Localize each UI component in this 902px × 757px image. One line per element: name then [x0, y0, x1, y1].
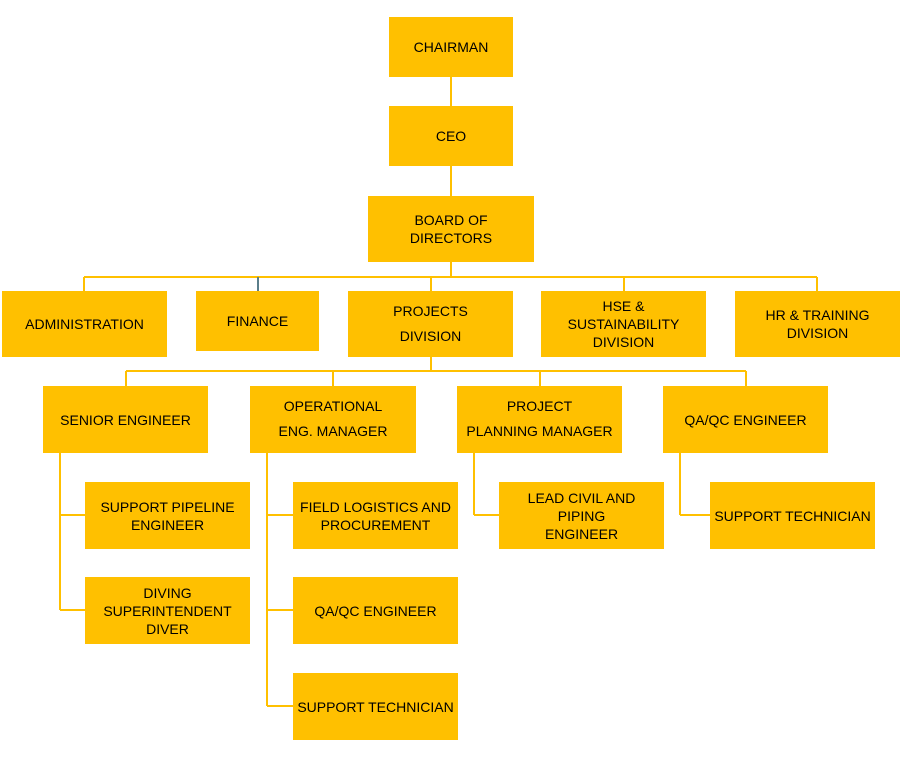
- hse-division-box: HSE & SUSTAINABILITY DIVISION: [541, 291, 706, 357]
- planning-manager-box: PROJECT PLANNING MANAGER: [457, 386, 622, 453]
- hr-label-line1: HR & TRAINING: [765, 307, 870, 323]
- diving-line3: DIVER: [146, 620, 189, 637]
- projects-label-line2: DIVISION: [399, 328, 462, 344]
- hr-label-line2: DIVISION: [786, 325, 849, 341]
- diving-line1: DIVING: [143, 584, 192, 601]
- ops-support-technician-box: SUPPORT TECHNICIAN: [293, 673, 458, 740]
- board-label: BOARD OF DIRECTORS: [409, 212, 493, 246]
- senior-engineer-label: SENIOR ENGINEER: [60, 411, 191, 428]
- planning-manager-line1: PROJECT: [506, 398, 573, 414]
- senior-engineer-box: SENIOR ENGINEER: [43, 386, 208, 453]
- administration-label: ADMINISTRATION: [25, 316, 144, 332]
- qaqc-engineer-label: QA/QC ENGINEER: [684, 411, 807, 428]
- hse-label-line1: HSE & SUSTAINABILITY: [567, 298, 680, 332]
- board-of-directors-box: BOARD OF DIRECTORS: [368, 196, 534, 262]
- field-logistics-line2: PROCUREMENT: [320, 516, 431, 533]
- qa-support-tech-label: SUPPORT TECHNICIAN: [714, 507, 871, 524]
- projects-division-box: PROJECTS DIVISION: [348, 291, 513, 357]
- support-pipeline-line2: ENGINEER: [130, 516, 205, 533]
- chairman-label: CHAIRMAN: [413, 39, 489, 55]
- field-logistics-line1: FIELD LOGISTICS AND: [300, 498, 451, 515]
- ops-qaqc-label: QA/QC ENGINEER: [314, 602, 437, 619]
- projects-label-line1: PROJECTS: [393, 303, 468, 319]
- ceo-box: CEO: [389, 106, 513, 166]
- administration-box: ADMINISTRATION: [2, 291, 167, 357]
- chairman-box: CHAIRMAN: [389, 17, 513, 77]
- hse-label-line2: DIVISION: [592, 334, 655, 350]
- ceo-label: CEO: [435, 128, 467, 144]
- diving-line2: SUPERINTENDENT: [103, 602, 232, 619]
- finance-box: FINANCE: [196, 291, 319, 351]
- planning-manager-line2: PLANNING MANAGER: [466, 423, 613, 439]
- ops-support-tech-label: SUPPORT TECHNICIAN: [297, 698, 454, 715]
- finance-label: FINANCE: [226, 313, 289, 329]
- operational-manager-box: OPERATIONAL ENG. MANAGER: [250, 386, 416, 453]
- support-pipeline-engineer-box: SUPPORT PIPELINE ENGINEER: [85, 482, 250, 549]
- diving-superintendent-box: DIVING SUPERINTENDENT DIVER: [85, 577, 250, 644]
- hr-division-box: HR & TRAINING DIVISION: [735, 291, 900, 357]
- field-logistics-box: FIELD LOGISTICS AND PROCUREMENT: [293, 482, 458, 549]
- qa-support-technician-box: SUPPORT TECHNICIAN: [710, 482, 875, 549]
- support-pipeline-line1: SUPPORT PIPELINE: [100, 498, 235, 515]
- operational-manager-line2: ENG. MANAGER: [278, 423, 388, 439]
- lead-civil-piping-box: LEAD CIVIL AND PIPING ENGINEER: [499, 482, 664, 549]
- ops-qaqc-engineer-box: QA/QC ENGINEER: [293, 577, 458, 644]
- lead-civil-line1: LEAD CIVIL AND PIPING: [527, 489, 636, 524]
- operational-manager-line1: OPERATIONAL: [283, 398, 383, 414]
- lead-civil-line2: ENGINEER: [544, 525, 619, 542]
- qaqc-engineer-box: QA/QC ENGINEER: [663, 386, 828, 453]
